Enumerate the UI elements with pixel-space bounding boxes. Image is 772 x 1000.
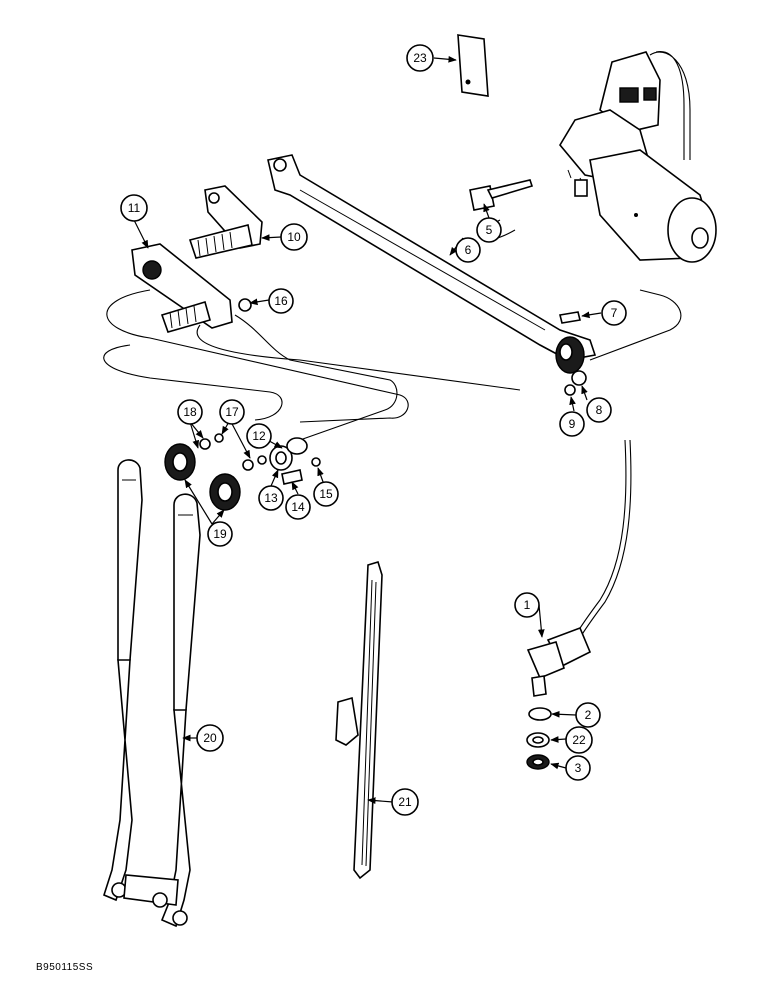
svg-text:7: 7 (611, 306, 618, 320)
svg-text:12: 12 (252, 429, 266, 443)
callout-20: 20 (196, 724, 224, 752)
pivot-shaft-lower-part (131, 243, 233, 333)
svg-text:9: 9 (569, 417, 576, 431)
callout-23: 23 (406, 44, 434, 72)
wiper-arm-right-part (123, 493, 201, 928)
callout-7: 7 (601, 300, 627, 326)
pivot-shaft-upper-part (188, 185, 263, 259)
callout-10: 10 (280, 223, 308, 251)
svg-text:19: 19 (213, 527, 227, 541)
callout-2: 2 (575, 702, 601, 728)
svg-text:17: 17 (225, 405, 239, 419)
svg-text:8: 8 (596, 403, 603, 417)
svg-text:5: 5 (486, 223, 493, 237)
assembly-route-lines (103, 219, 682, 441)
figure-reference-code: B950115SS (36, 962, 94, 973)
wiper-blade-part (335, 561, 383, 880)
callout-16: 16 (268, 288, 294, 314)
callout-18: 18 (177, 399, 203, 425)
svg-text:15: 15 (319, 487, 333, 501)
wiper-arm-left-part (103, 459, 143, 902)
callout-15: 15 (313, 481, 339, 507)
svg-text:10: 10 (287, 230, 301, 244)
motor-bolt-part (469, 179, 534, 211)
callout-6: 6 (455, 237, 481, 263)
svg-text:1: 1 (524, 598, 531, 612)
svg-text:6: 6 (465, 243, 472, 257)
svg-text:3: 3 (575, 761, 582, 775)
svg-text:20: 20 (203, 731, 217, 745)
svg-text:22: 22 (572, 733, 586, 747)
grommet-parts (164, 443, 241, 511)
callout-19: 19 (207, 521, 233, 547)
svg-text:13: 13 (264, 491, 278, 505)
svg-text:21: 21 (398, 795, 412, 809)
callout-17: 17 (219, 399, 245, 425)
svg-text:18: 18 (183, 405, 197, 419)
cover-plate-part (457, 34, 489, 97)
wiper-switch-part (526, 439, 632, 770)
callout-11: 11 (120, 194, 148, 222)
callout-14: 14 (285, 494, 311, 520)
callout-3: 3 (565, 755, 591, 781)
svg-text:2: 2 (585, 708, 592, 722)
callout-9: 9 (559, 411, 585, 437)
callout-13: 13 (258, 485, 284, 511)
svg-text:23: 23 (413, 51, 427, 65)
drive-link-part (267, 154, 597, 374)
callout-1: 1 (514, 592, 540, 618)
leader-lines (133, 55, 602, 804)
wiper-motor-part (559, 51, 717, 263)
svg-text:16: 16 (274, 294, 288, 308)
svg-text:11: 11 (128, 201, 141, 215)
callout-8: 8 (586, 397, 612, 423)
svg-text:14: 14 (291, 500, 305, 514)
callout-21: 21 (391, 788, 419, 816)
callout-5: 5 (476, 217, 502, 243)
callout-12: 12 (246, 423, 272, 449)
callout-22: 22 (565, 726, 593, 754)
